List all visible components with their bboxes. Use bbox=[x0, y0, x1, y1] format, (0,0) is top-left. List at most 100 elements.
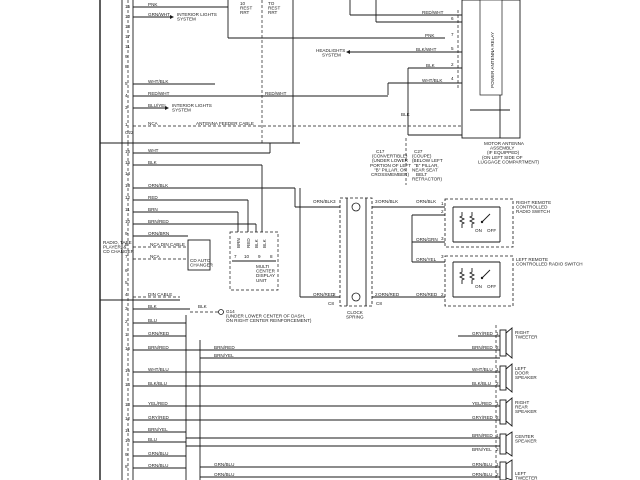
svg-text:2: 2 bbox=[125, 319, 128, 324]
svg-text:7: 7 bbox=[234, 254, 237, 259]
svg-text:8: 8 bbox=[125, 464, 128, 469]
svg-text:12: 12 bbox=[125, 416, 131, 421]
nca-label: NCA bbox=[148, 121, 159, 126]
orn-red-left-label: ORN/RED bbox=[313, 292, 335, 297]
ls-switch-pivot bbox=[480, 276, 484, 280]
svg-text:11: 11 bbox=[125, 44, 130, 49]
svg-text:10: 10 bbox=[125, 14, 131, 19]
cs-c8-left: C8 bbox=[328, 301, 334, 306]
svg-text:6: 6 bbox=[451, 16, 454, 21]
svg-text:5: 5 bbox=[125, 81, 128, 86]
rs-resistor-2 bbox=[468, 212, 476, 228]
mid-wire-red-label: RED bbox=[148, 195, 158, 200]
mid-wire-brn-red-label: BRN/RED bbox=[148, 219, 169, 224]
spk-wire-yel-red-label: YEL/RED bbox=[148, 401, 168, 406]
svg-text:8: 8 bbox=[125, 242, 128, 247]
sw-pin-2: 2 bbox=[441, 292, 444, 297]
wire-red-wht-top-label: RED/WHT bbox=[422, 10, 444, 15]
orn-red-far-label: ORN/RED bbox=[416, 292, 438, 297]
svg-text:BRN: BRN bbox=[236, 238, 241, 248]
g14-label: G14(UNDER LOWER CENTER OF DASH,ON RIGHT … bbox=[226, 309, 312, 323]
clock-spring-coil-top bbox=[351, 202, 361, 212]
svg-text:2: 2 bbox=[496, 415, 499, 420]
svg-text:6: 6 bbox=[125, 268, 128, 273]
speaker-icon bbox=[505, 431, 513, 457]
mid-wire-blk-label: BLK bbox=[148, 160, 158, 165]
ls-resistor-2 bbox=[468, 268, 476, 284]
clock-spring-coil-bottom bbox=[351, 292, 361, 302]
mid-wire-orn-brn-label: ORN/BRN bbox=[148, 231, 169, 236]
svg-text:1: 1 bbox=[496, 433, 499, 438]
right-pin-stack: 6 7 5 2 4 bbox=[451, 16, 454, 81]
svg-text:11: 11 bbox=[125, 428, 130, 433]
cs-pin-2-right: 2 bbox=[375, 292, 378, 297]
spk-wire-grn-blu-label: GRN/BLU bbox=[148, 451, 168, 456]
power-antenna-relay-label: POWER ANTENNA RELAY bbox=[490, 32, 495, 88]
antenna-feeder-label: ANTENNA FEEDER CABLE bbox=[196, 121, 254, 126]
svg-text:14: 14 bbox=[125, 382, 131, 387]
lower-wire-blk-label: BLK bbox=[148, 304, 158, 309]
svg-text:3: 3 bbox=[125, 105, 128, 110]
svg-text:BRN/YEL: BRN/YEL bbox=[472, 447, 492, 452]
svg-text:16: 16 bbox=[125, 149, 131, 154]
wire-blk-mid-label: BLK bbox=[401, 112, 411, 117]
svg-text:BLK: BLK bbox=[262, 238, 267, 248]
svg-text:8: 8 bbox=[125, 64, 128, 69]
rs-switch-arm bbox=[481, 213, 491, 223]
wire-wht-blk-right-label: WHT/BLK bbox=[422, 78, 443, 83]
ls-switch-arm bbox=[481, 269, 491, 279]
spk-wire-brn-red-label: BRN/RED bbox=[148, 345, 169, 350]
svg-text:12: 12 bbox=[125, 195, 131, 200]
wire-grn-wht-label: GRN/WHT bbox=[148, 12, 170, 17]
right-radio-switch-box bbox=[444, 198, 514, 248]
mid-wire-orn-blk-label: ORN/BLK bbox=[148, 183, 169, 188]
wire-pnk-right-label: PNK bbox=[425, 33, 435, 38]
svg-text:GRN/BLU: GRN/BLU bbox=[472, 462, 492, 467]
rs-off: OFF bbox=[487, 228, 496, 233]
mid-left-pins: 16 15 14 13 12 11 10 9 8 7 6 5 4 bbox=[125, 149, 131, 297]
power-antenna-relay bbox=[479, 0, 503, 96]
lower-left-pins: 3 2 1 16 15 14 13 12 11 10 9 8 bbox=[125, 306, 131, 469]
svg-text:4: 4 bbox=[125, 93, 128, 98]
ls-on: ON bbox=[475, 284, 482, 289]
svg-text:BRN/RED: BRN/RED bbox=[472, 433, 493, 438]
svg-text:4: 4 bbox=[125, 292, 128, 297]
spk-wire-brn-yel-label: BRN/YEL bbox=[148, 427, 168, 432]
svg-text:ORN/BLU: ORN/BLU bbox=[472, 472, 492, 477]
svg-text:14: 14 bbox=[125, 171, 131, 176]
svg-text:RED: RED bbox=[246, 238, 251, 248]
sw-pin-3: 3 bbox=[441, 236, 444, 241]
mcd-wire-labels: BRN RED BLK BLK bbox=[236, 238, 267, 248]
speaker-icon bbox=[505, 397, 513, 427]
motor-antenna-caption: MOTOR ANTENNA ASSEMBLY (IF EQUIPPED) (ON… bbox=[478, 141, 540, 164]
svg-text:15: 15 bbox=[125, 4, 131, 9]
svg-text:1: 1 bbox=[125, 332, 128, 337]
svg-text:16: 16 bbox=[125, 346, 131, 351]
rs-resistor-1 bbox=[458, 212, 466, 228]
spk-wire-blu-label: BLU bbox=[148, 318, 157, 323]
clock-spring-box bbox=[339, 197, 373, 307]
mid-wire-wht-label: WHT bbox=[148, 148, 159, 153]
svg-text:17: 17 bbox=[125, 34, 131, 39]
svg-text:2: 2 bbox=[496, 381, 499, 386]
orn-red-right-label: ORN/RED bbox=[378, 292, 400, 297]
mid-brn-yel-label: BRN/YEL bbox=[214, 353, 234, 358]
svg-text:13: 13 bbox=[125, 183, 131, 188]
svg-text:10: 10 bbox=[244, 254, 250, 259]
